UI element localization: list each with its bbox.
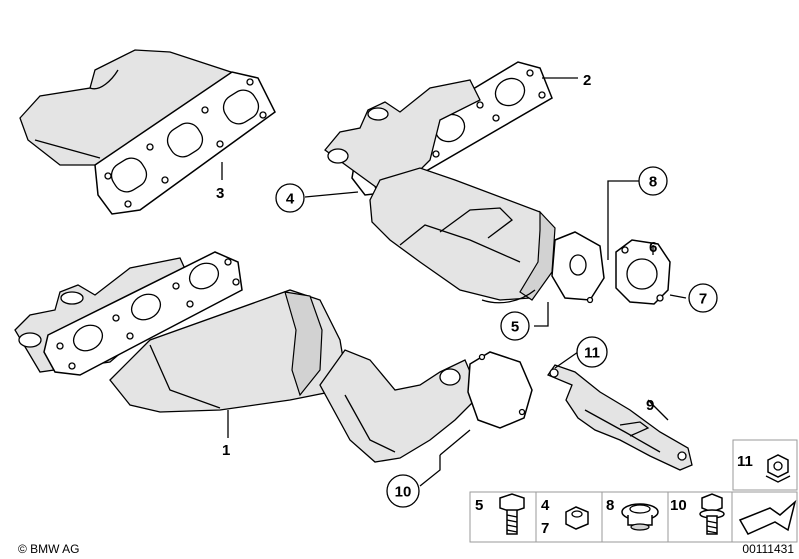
svg-text:5: 5 [511,319,519,336]
svg-text:1: 1 [222,442,230,459]
svg-text:8: 8 [649,174,657,191]
callout-4: 4 [275,183,305,213]
callout-1: 1 [222,442,230,459]
callout-3: 3 [216,185,224,202]
svg-text:10: 10 [670,497,687,514]
callout-2: 2 [583,72,591,89]
legend-direction-arrow-icon [731,491,798,543]
exhaust-manifold-catalyst-part-4[interactable] [324,79,556,304]
exhaust-manifold-catalyst-part-1[interactable] [14,251,481,463]
svg-text:4: 4 [286,191,295,208]
callout-6: 6 [649,239,657,256]
svg-text:6: 6 [649,239,657,256]
svg-text:7: 7 [541,520,549,537]
callout-11: 11 [576,336,608,368]
svg-text:7: 7 [699,291,707,308]
callout-9: 9 [646,397,654,414]
callout-10: 10 [386,474,420,508]
svg-text:3: 3 [216,185,224,202]
flange-gasket-part-6[interactable] [615,239,671,305]
leader-lines [221,77,687,487]
heat-shield-part-3[interactable] [19,49,241,166]
callout-7: 7 [688,283,718,313]
callout-5: 5 [500,311,530,341]
svg-text:4: 4 [541,497,550,514]
svg-text:11: 11 [737,453,753,470]
legend-nut-11[interactable]: 11 [732,439,798,491]
outlet-flange-lower[interactable] [439,351,533,429]
footer-diagram-number: 00111431 [742,542,794,556]
svg-text:2: 2 [583,72,591,89]
svg-text:00111431: 00111431 [742,542,794,556]
callout-8: 8 [638,166,668,196]
footer-copyright: © BMW AG [18,542,80,556]
legend-bolt-10[interactable]: 10 [667,491,733,543]
svg-text:© BMW AG: © BMW AG [18,542,80,556]
legend-nut-4-7[interactable]: 4 7 [535,491,603,543]
outlet-flange-upper[interactable] [551,231,605,304]
svg-text:9: 9 [646,397,654,414]
legend-plug-8[interactable]: 8 [601,491,669,543]
bracket-part-9[interactable] [547,364,693,471]
manifold-gasket-part-3[interactable] [94,71,276,215]
svg-text:11: 11 [584,345,600,362]
svg-text:10: 10 [395,484,412,501]
legend-bolt-5[interactable]: 5 [469,491,537,543]
svg-text:5: 5 [475,497,483,514]
svg-text:8: 8 [606,497,614,514]
